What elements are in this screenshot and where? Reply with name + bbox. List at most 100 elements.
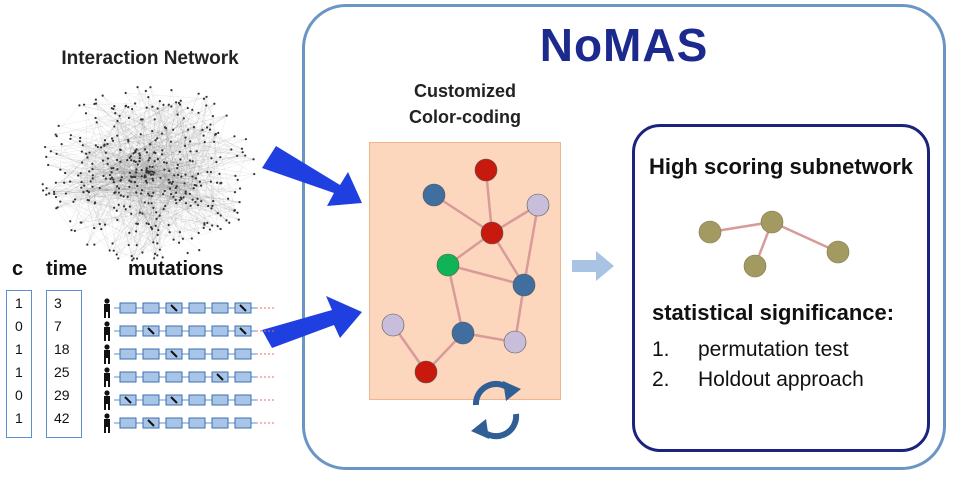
network-edge	[131, 176, 198, 200]
network-edge	[127, 178, 153, 198]
network-edge	[46, 144, 105, 195]
network-edge	[131, 213, 158, 236]
network-node	[84, 112, 88, 115]
network-edge	[50, 151, 112, 173]
person-icon	[104, 344, 110, 350]
network-node	[192, 187, 195, 190]
step-permutation-test: 1.permutation test	[652, 338, 849, 362]
network-edge	[46, 194, 150, 196]
network-edge	[46, 182, 222, 195]
network-edge	[125, 92, 169, 180]
network-node	[205, 95, 208, 98]
mutation-mark	[170, 396, 178, 404]
network-node	[163, 189, 166, 193]
network-node	[143, 174, 146, 177]
network-node	[127, 116, 131, 119]
network-edge	[65, 151, 136, 194]
network-edge	[113, 209, 126, 251]
network-edge	[79, 140, 105, 147]
network-edge	[73, 169, 93, 202]
network-edge	[192, 109, 198, 199]
network-edge	[120, 177, 161, 181]
network-node	[163, 126, 166, 129]
network-edge	[115, 112, 139, 165]
network-node	[149, 226, 153, 229]
network-edge	[113, 108, 170, 183]
network-edge	[115, 96, 149, 114]
graph-node-lavender	[503, 330, 527, 354]
network-node	[93, 102, 96, 106]
network-edge	[81, 160, 140, 183]
network-node	[188, 192, 191, 196]
network-edge	[135, 157, 221, 232]
network-edge	[94, 190, 165, 229]
network-edge	[140, 133, 254, 160]
network-edge	[128, 205, 191, 246]
network-node	[216, 224, 219, 228]
network-edge	[144, 149, 227, 221]
network-edge	[151, 209, 235, 230]
network-edge	[156, 173, 199, 213]
network-edge	[101, 193, 149, 230]
network-edge	[100, 107, 188, 148]
network-edge	[177, 164, 205, 225]
gene-block	[188, 394, 206, 406]
network-edge	[136, 193, 172, 259]
network-node	[179, 158, 182, 161]
network-edge	[60, 169, 137, 224]
network-edge	[159, 200, 181, 250]
subnetwork-node	[698, 220, 722, 244]
network-edge	[46, 187, 199, 234]
network-edge	[154, 137, 186, 153]
network-node	[128, 171, 131, 174]
network-node	[154, 224, 157, 227]
network-edge	[111, 168, 158, 256]
network-edge	[154, 175, 236, 255]
network-edge	[114, 126, 227, 221]
network-edge	[120, 161, 147, 183]
network-edge	[180, 100, 182, 177]
network-edge	[148, 97, 174, 182]
network-node	[54, 181, 57, 184]
network-edge	[144, 175, 181, 233]
color-coding-nodes	[381, 158, 550, 384]
network-edge	[153, 194, 172, 243]
network-node	[141, 212, 144, 215]
network-edge	[85, 153, 208, 224]
censor-value: 1	[15, 410, 23, 426]
network-edge	[146, 107, 243, 149]
network-edge	[152, 171, 209, 207]
network-edge	[102, 95, 170, 183]
network-edge	[169, 104, 181, 183]
network-node	[128, 205, 131, 208]
gene-block	[188, 417, 206, 429]
network-edge	[176, 202, 239, 220]
network-edge	[80, 172, 184, 240]
network-edge	[95, 145, 227, 221]
network-edge	[55, 105, 80, 135]
color-coding-label: Customized Color-coding	[360, 78, 570, 130]
network-node	[225, 114, 228, 117]
network-edge	[104, 144, 134, 177]
network-node	[72, 200, 75, 203]
network-edge	[131, 181, 194, 189]
network-node	[117, 203, 120, 206]
gene-block	[119, 302, 137, 314]
network-edge	[87, 199, 154, 243]
network-edge	[85, 113, 254, 160]
network-node	[209, 123, 212, 126]
network-edge	[173, 137, 186, 240]
network-node	[208, 128, 212, 131]
network-edge	[123, 106, 126, 207]
graph-node-red	[414, 360, 438, 384]
network-edge	[169, 136, 235, 189]
censor-value: 1	[15, 295, 23, 311]
network-node	[130, 176, 134, 179]
person-icon	[104, 413, 110, 419]
network-edge	[95, 99, 105, 146]
network-edge	[80, 168, 112, 223]
network-edge	[102, 95, 140, 162]
network-node	[117, 187, 121, 190]
network-edge	[87, 141, 129, 201]
network-node	[88, 151, 91, 154]
